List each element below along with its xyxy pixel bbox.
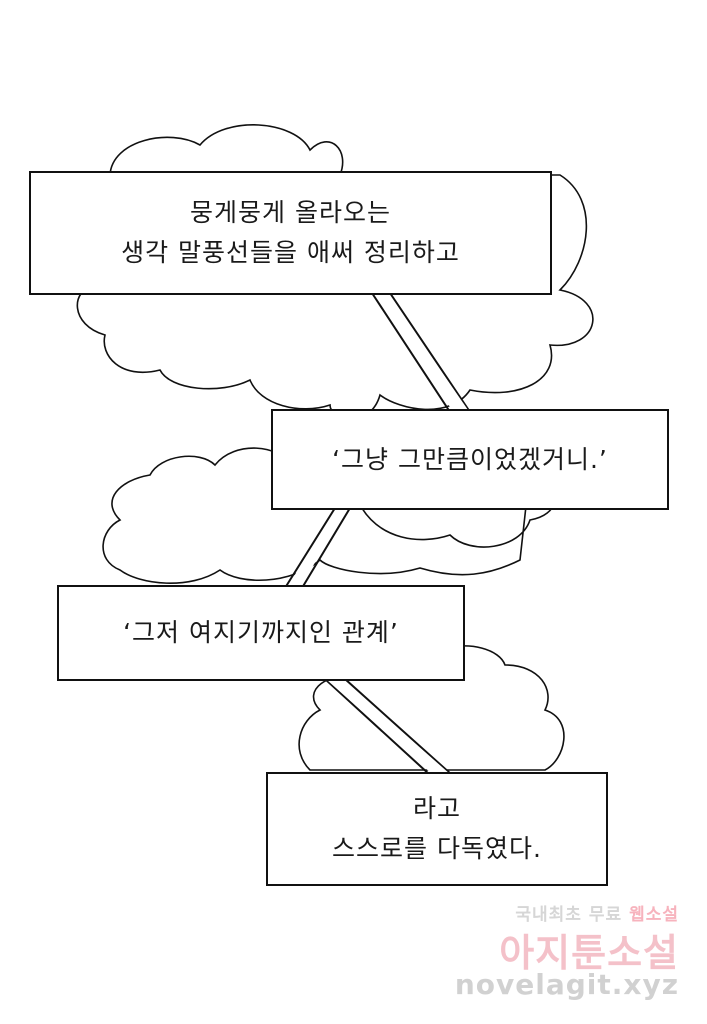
caption-4-line-1: 라고 [412,794,461,823]
watermark-tagline-gray: 국내최초 무료 [515,905,623,925]
caption-2-line-1: ‘그냥 그만큼이었겠거니.’ [332,444,608,474]
watermark-tagline-pink: 웹소설 [629,905,679,925]
caption-4-line-2: 스스로를 다독였다. [332,834,542,863]
connector-2 [284,507,351,589]
caption-1-line-1: 뭉게뭉게 올라오는 [190,198,391,227]
connector-3 [324,678,453,776]
watermark-url: novelagit.xyz [454,968,679,1001]
watermark-logo: 아지툰소설 [499,931,679,975]
watermark-tagline: 국내최초 무료 웹소설 [515,900,679,925]
caption-box-2: ‘그냥 그만큼이었겠거니.’ [271,409,669,510]
caption-box-4: 라고 스스로를 다독였다. [266,772,608,886]
caption-1-line-2: 생각 말풍선들을 애써 정리하고 [121,238,460,267]
caption-box-1: 뭉게뭉게 올라오는 생각 말풍선들을 애써 정리하고 [29,171,552,295]
caption-box-3: ‘그저 여지기까지인 관계’ [57,585,465,681]
connector-1 [371,292,471,413]
caption-3-line-1: ‘그저 여지기까지인 관계’ [123,618,399,647]
